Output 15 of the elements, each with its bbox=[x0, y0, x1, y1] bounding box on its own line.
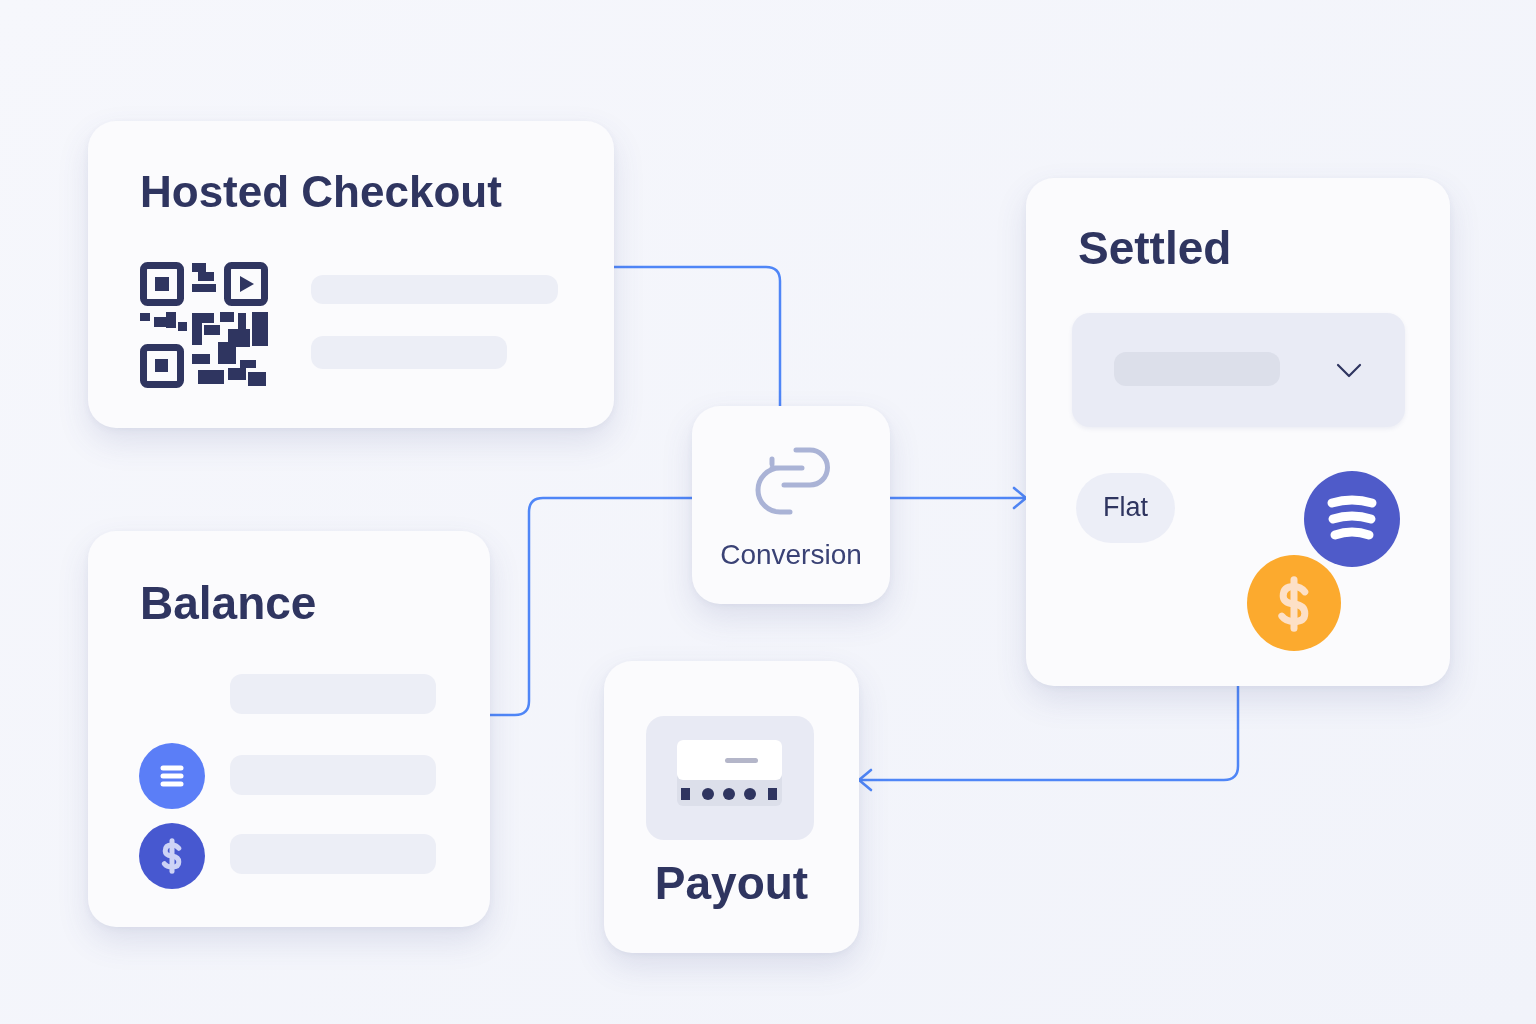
checkout-card bbox=[88, 121, 614, 428]
tag-label: Flat bbox=[1103, 492, 1148, 524]
connector-arrow bbox=[857, 686, 1240, 792]
step-label: Conversion bbox=[720, 539, 862, 570]
connector-line bbox=[490, 496, 692, 717]
connector-arrow bbox=[890, 486, 1028, 510]
conversion-card bbox=[692, 406, 890, 604]
settled-card bbox=[1026, 178, 1450, 686]
card-title: Balance bbox=[140, 577, 317, 629]
balance-card bbox=[88, 531, 490, 927]
card-title: Payout bbox=[654, 857, 809, 909]
connector-line bbox=[614, 265, 782, 406]
payout-card bbox=[604, 661, 859, 953]
card-title: Hosted Checkout bbox=[140, 167, 502, 216]
card-title: Settled bbox=[1078, 222, 1232, 274]
